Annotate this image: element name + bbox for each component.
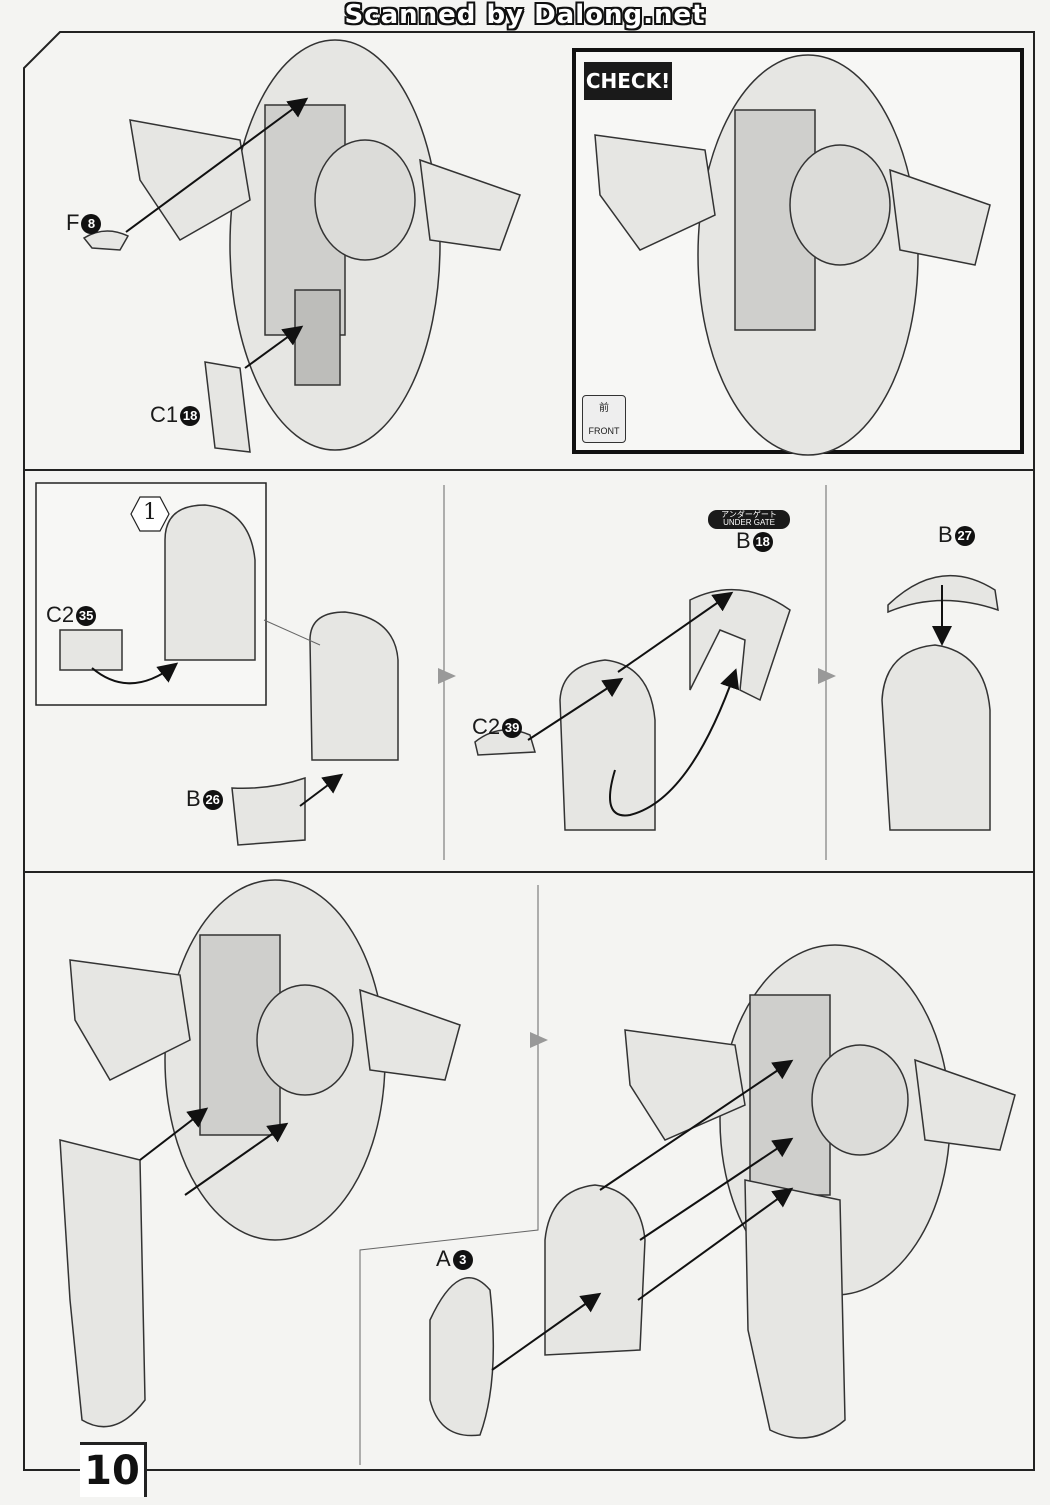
ship-drawing-bottom-left	[59, 879, 461, 1428]
ship-drawing-check	[594, 54, 991, 456]
step-number-hexagon: 1	[130, 496, 170, 532]
page-number: 10	[80, 1442, 147, 1497]
ship-drawing-bottom-right	[429, 944, 1016, 1439]
scan-watermark: Scanned by Dalong.net	[344, 0, 706, 30]
ship-drawing-top-left	[129, 39, 521, 451]
page-outline	[23, 31, 1035, 1471]
check-badge: CHECK!	[584, 62, 672, 100]
front-direction-icon: 前 FRONT	[582, 395, 626, 443]
under-gate-tag: アンダーゲート UNDER GATE	[708, 510, 790, 529]
